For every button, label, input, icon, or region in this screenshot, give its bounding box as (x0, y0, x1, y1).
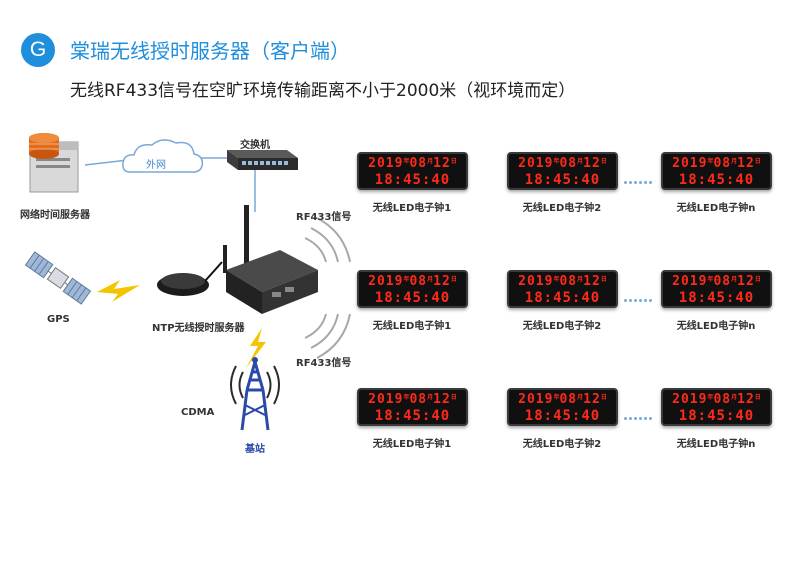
led-clock-label: 无线LED电子钟n (676, 439, 756, 450)
led-clock-time: 18:45:40 (374, 290, 451, 306)
ntp-server-device-icon (223, 205, 318, 314)
led-clock-label: 无线LED电子钟1 (372, 203, 452, 214)
led-clock-label: 无线LED电子钟2 (522, 439, 602, 450)
tower-label: 基站 (245, 444, 265, 455)
led-clock-time: 18:45:40 (374, 408, 451, 424)
led-clock-time: 18:45:40 (678, 408, 755, 424)
led-clock-date: 2019年08月12日 (368, 274, 457, 289)
led-clock-label: 无线LED电子钟1 (372, 321, 452, 332)
gps-label: GPS (47, 314, 70, 325)
led-clock-label: 无线LED电子钟1 (372, 439, 452, 450)
led-clock-date: 2019年08月12日 (518, 274, 607, 289)
rf-signal-waves-icon (304, 217, 351, 359)
ellipsis-dots (623, 169, 657, 184)
led-clock-date: 2019年08月12日 (672, 156, 761, 171)
section-badge: G (21, 33, 55, 67)
gps-antenna-icon (157, 261, 223, 296)
switch-icon (227, 150, 298, 170)
led-clock-time: 18:45:40 (524, 172, 601, 188)
led-clock-time: 18:45:40 (678, 172, 755, 188)
cdma-label: CDMA (181, 407, 215, 418)
rf-label-top: RF433信号 (296, 212, 352, 223)
ellipsis-dots (623, 405, 657, 420)
cloud-label: 外网 (146, 160, 166, 171)
led-clock-label: 无线LED电子钟2 (522, 203, 602, 214)
led-clock-date: 2019年08月12日 (518, 156, 607, 171)
switch-label: 交换机 (240, 140, 270, 151)
led-clock-time: 18:45:40 (524, 408, 601, 424)
led-clock-label: 无线LED电子钟n (676, 321, 756, 332)
rf-label-bottom: RF433信号 (296, 358, 352, 369)
led-clock-time: 18:45:40 (678, 290, 755, 306)
led-clock-time: 18:45:40 (374, 172, 451, 188)
time-server-label: 网络时间服务器 (20, 210, 90, 221)
led-clock-label: 无线LED电子钟2 (522, 321, 602, 332)
page-subtitle: 无线RF433信号在空旷环境传输距离不小于2000米（视环境而定） (70, 81, 576, 101)
lightning-icon (97, 280, 266, 368)
led-clock-date: 2019年08月12日 (368, 156, 457, 171)
led-clock-date: 2019年08月12日 (672, 392, 761, 407)
ntp-server-label: NTP无线授时服务器 (152, 323, 245, 334)
page-title: 棠瑞无线授时服务器（客户端） (70, 39, 350, 63)
led-clock-date: 2019年08月12日 (368, 392, 457, 407)
ellipsis-dots (623, 287, 657, 302)
led-clock-date: 2019年08月12日 (672, 274, 761, 289)
time-server-icon (29, 133, 79, 193)
internet-cloud-icon (122, 139, 204, 173)
led-clock-label: 无线LED电子钟n (676, 203, 756, 214)
led-clock-date: 2019年08月12日 (518, 392, 607, 407)
led-clock-time: 18:45:40 (524, 290, 601, 306)
gps-satellite-icon (24, 251, 92, 305)
cell-tower-icon (230, 356, 280, 431)
